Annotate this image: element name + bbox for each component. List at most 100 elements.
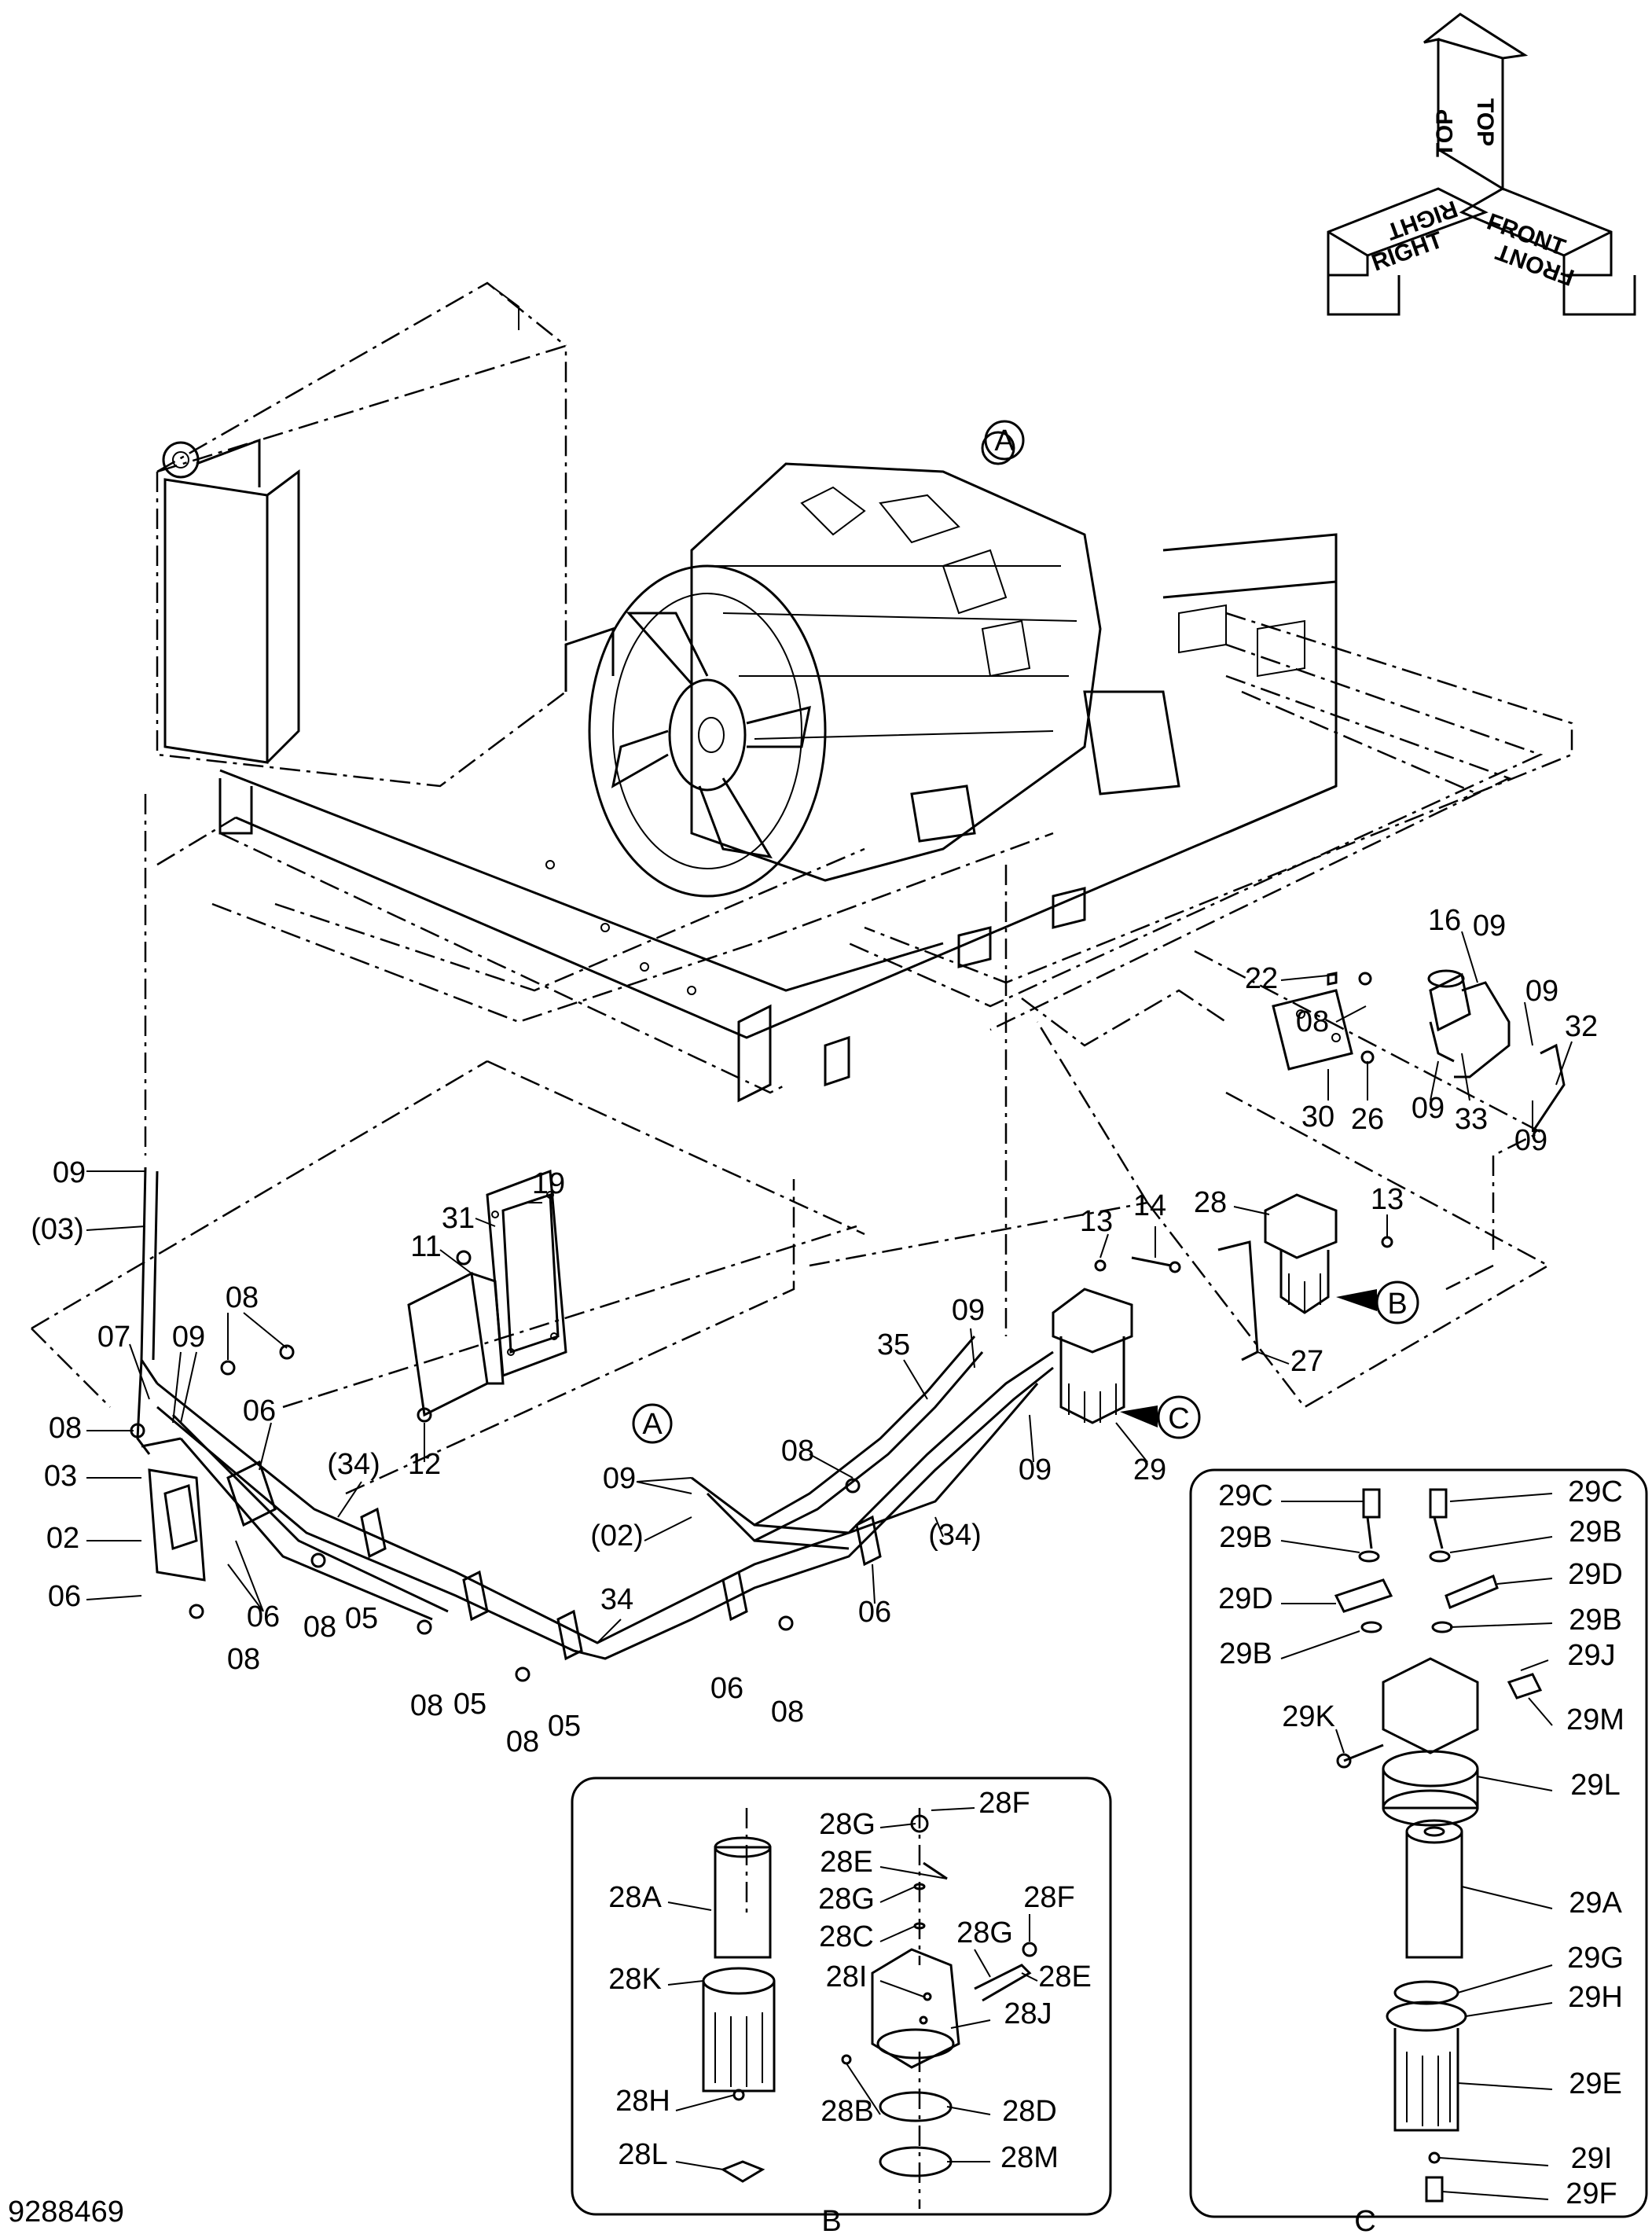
part-label: 09 [1473,909,1506,942]
part-label: 28F [1023,1881,1074,1914]
part-label: 29H [1568,1981,1623,2014]
part-label: 29M [1566,1703,1624,1736]
part-label: 06 [243,1394,276,1427]
part-label: 28F [978,1787,1030,1820]
part-label: (34) [327,1448,380,1481]
part-label: 34 [600,1583,633,1616]
view-callouts: A A B C B C [632,420,1419,2234]
part-label: 31 [442,1202,475,1235]
part-label: 09 [1514,1124,1547,1157]
part-labels: 16 09 09 32 22 08 30 26 09 33 09 09 (03)… [31,904,1598,1758]
part-label: 06 [710,1672,743,1705]
orientation-top-label: TOP [1472,98,1498,146]
view-a-circle-top [984,420,1025,461]
part-label: 29K [1282,1700,1335,1733]
part-label: 28K [608,1963,662,1996]
part-label: 29A [1569,1887,1622,1920]
orientation-top-mirror-label: TOP [1432,109,1458,157]
fuel-hoses [130,1167,1054,1682]
part-label: 29B [1569,1604,1622,1637]
part-label: 05 [453,1688,486,1721]
fuel-filter-29 [1052,1256,1181,1424]
fuel-filter-28 [1217,1193,1393,1361]
part-label: 11 [410,1230,441,1263]
part-label: 29C [1568,1475,1623,1508]
part-label: 09 [1525,975,1558,1008]
detail-b-labels: 28F 28G 28E 28G 28F 28A 28C 28G 28K 28I … [608,1787,1092,2174]
part-label: 08 [781,1435,814,1468]
detail-box-c [1189,1468,1648,2218]
part-label: 09 [1412,1092,1445,1125]
part-label: 09 [603,1462,636,1495]
part-label: 27 [1290,1345,1323,1378]
part-label: (02) [590,1519,644,1552]
radiator-assembly [156,281,567,835]
part-label: 28G [819,1808,876,1841]
part-label: 28I [826,1960,868,1993]
part-label: 09 [952,1294,985,1327]
frame-and-floor [156,533,1573,1103]
part-label: 28D [1002,2095,1057,2128]
part-label: 03 [44,1460,77,1493]
part-label: 08 [771,1696,804,1729]
detail-box-b [571,1777,1112,2216]
part-label: (03) [31,1213,84,1246]
part-label: 29J [1567,1639,1615,1672]
engine-assembly [588,431,1180,898]
part-label: 29L [1570,1769,1620,1802]
view-a-label-bottom: A [642,1408,663,1441]
part-label: 06 [48,1580,81,1613]
part-label: 08 [49,1412,82,1445]
part-label: 28L [618,2138,667,2171]
detail-c-labels: 29C 29C 29B 29B 29D 29D 29B 29B 29J 29M … [1218,1475,1624,2210]
view-a-circle-bottom [632,1403,673,1444]
part-label: 29D [1218,1582,1273,1615]
view-c-label: C [1168,1402,1189,1435]
part-label: 28A [608,1881,662,1914]
part-label: 28 [1194,1186,1227,1219]
part-label: 29E [1569,2067,1622,2100]
part-label: 08 [227,1643,260,1676]
part-label: 28E [1038,1960,1092,1993]
controller-bracket [407,1169,567,1417]
part-label: 28B [820,2095,874,2128]
part-label: 33 [1455,1103,1488,1136]
part-label: 09 [1019,1453,1052,1486]
part-label: 29F [1566,2177,1617,2210]
part-label: 29 [1133,1453,1166,1486]
view-c-circle [1157,1395,1201,1439]
part-label: 28G [956,1916,1013,1949]
part-label: 02 [46,1522,79,1555]
part-label: 05 [345,1602,378,1635]
part-label: 07 [97,1321,130,1354]
detail-b-caption: B [821,2205,841,2234]
part-label: 19 [532,1167,565,1200]
part-label: 08 [410,1689,443,1722]
part-label: 29G [1567,1942,1624,1975]
part-label: 14 [1133,1189,1166,1222]
drawing-number: 9288469 [8,2195,124,2228]
view-a-label-top: A [994,424,1015,457]
label-leaders [86,931,1573,1644]
part-label: 32 [1565,1010,1598,1043]
part-label: (34) [928,1519,982,1552]
part-label: 08 [303,1611,336,1644]
part-label: 28J [1004,1997,1052,2030]
part-label: 06 [247,1600,280,1633]
part-label: 30 [1301,1100,1334,1134]
part-label: 29C [1218,1479,1273,1512]
part-label: 08 [226,1281,259,1314]
part-label: 28G [818,1883,875,1916]
part-label: 29I [1571,2142,1613,2175]
part-label: 09 [172,1321,205,1354]
part-label: 28C [819,1920,874,1953]
part-label: 13 [1371,1183,1404,1216]
part-label: 29B [1569,1516,1622,1549]
part-label: 26 [1351,1103,1384,1136]
part-label: 35 [877,1328,910,1361]
part-label: 08 [1296,1005,1329,1038]
view-b-label: B [1387,1288,1407,1321]
orientation-indicator: TOP TOP RIGHT RIGHT FRONT FRONT [1327,13,1636,316]
part-label: 29D [1568,1558,1623,1591]
